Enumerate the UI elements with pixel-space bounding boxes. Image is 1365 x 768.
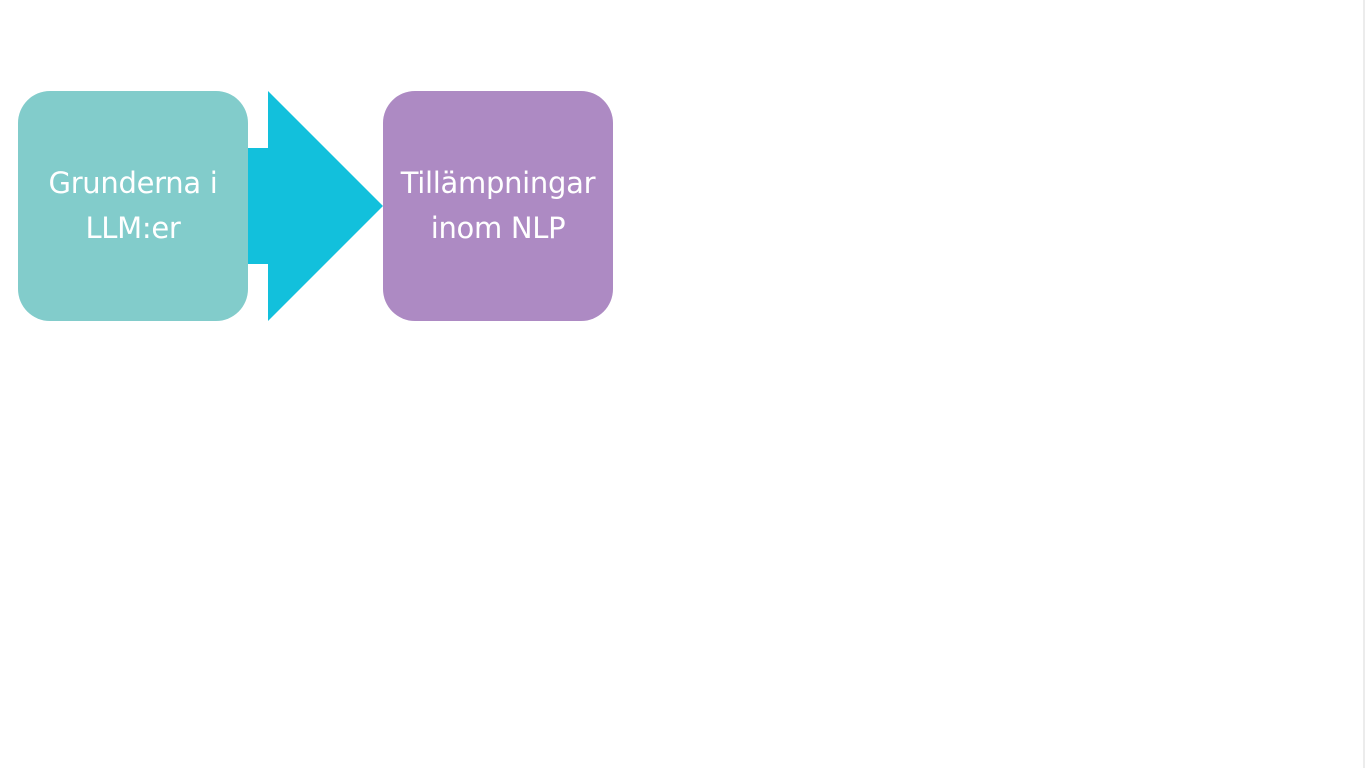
arrow-shape bbox=[248, 91, 383, 321]
right-edge-divider bbox=[1363, 0, 1365, 768]
node-applications: Tillämpningar inom NLP bbox=[383, 91, 613, 321]
arrow-connector bbox=[248, 91, 383, 321]
node-foundations: Grunderna i LLM:er bbox=[18, 91, 248, 321]
node-foundations-label: Grunderna i LLM:er bbox=[48, 166, 218, 245]
node-applications-label: Tillämpningar inom NLP bbox=[400, 166, 596, 245]
